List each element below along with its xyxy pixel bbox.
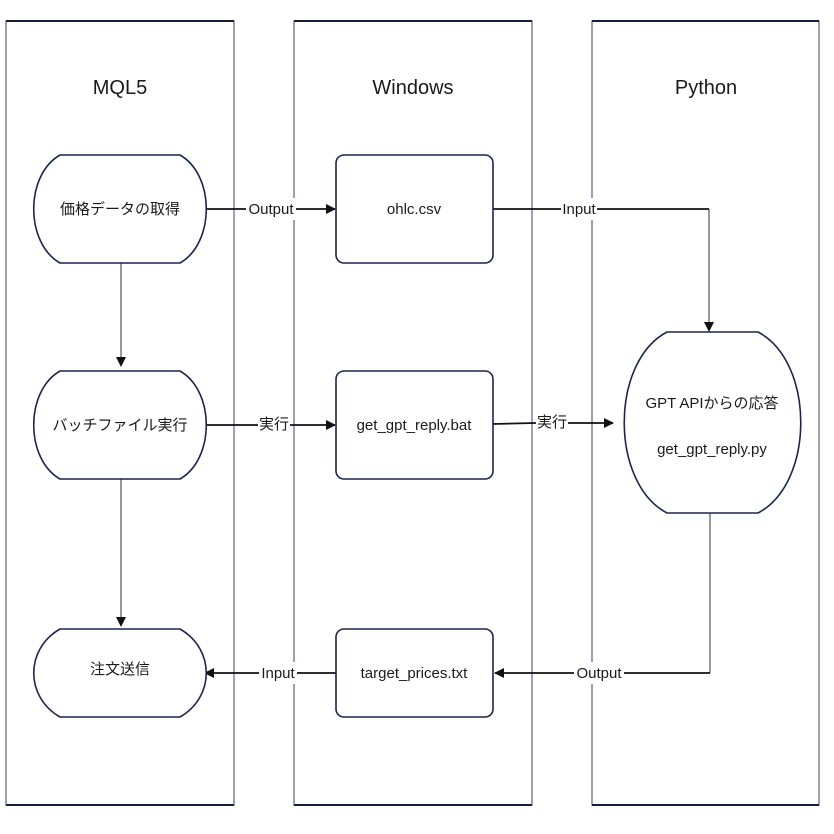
edge-label-input-2: Input <box>261 665 295 682</box>
edge-label-input-1: Input <box>562 201 596 218</box>
edge-csv-to-gpt: Input <box>493 198 714 332</box>
node-label-send-order: 注文送信 <box>90 661 150 678</box>
node-label-gpt-reply-line2: get_gpt_reply.py <box>657 441 767 458</box>
node-label-get-price: 価格データの取得 <box>60 200 180 218</box>
edge-label-run-2: 実行 <box>537 414 567 431</box>
edge-bat-to-gpt: 実行 <box>492 410 614 434</box>
node-label-bat-file: get_gpt_reply.bat <box>357 417 473 434</box>
node-run-batch[interactable]: バッチファイル実行 <box>33 370 207 480</box>
lane-title-python: Python <box>675 77 737 99</box>
node-get-price[interactable]: 価格データの取得 <box>33 154 207 264</box>
edge-batch-to-bat: 実行 <box>205 412 336 436</box>
node-label-ohlc-csv: ohlc.csv <box>387 201 442 218</box>
node-label-gpt-reply-line1: GPT APIからの応答 <box>645 395 778 412</box>
node-bat-file[interactable]: get_gpt_reply.bat <box>335 370 494 480</box>
node-target-prices[interactable]: target_prices.txt <box>335 628 494 718</box>
lane-title-mql5: MQL5 <box>93 77 147 99</box>
edge-label-output-2: Output <box>576 665 622 682</box>
edge-get-price-to-csv: Output <box>205 198 336 220</box>
node-label-target-prices: target_prices.txt <box>361 665 469 682</box>
edge-label-output-1: Output <box>248 201 294 218</box>
lane-title-windows: Windows <box>372 77 453 99</box>
node-send-order[interactable]: 注文送信 <box>32 628 208 718</box>
node-label-run-batch: バッチファイル実行 <box>52 417 187 434</box>
edge-target-to-order: Input <box>204 662 336 684</box>
node-gpt-reply[interactable]: GPT APIからの応答 get_gpt_reply.py <box>623 331 802 514</box>
edge-gpt-to-target: Output <box>494 513 711 684</box>
node-ohlc-csv[interactable]: ohlc.csv <box>335 154 494 264</box>
edge-label-run-1: 実行 <box>259 416 289 433</box>
